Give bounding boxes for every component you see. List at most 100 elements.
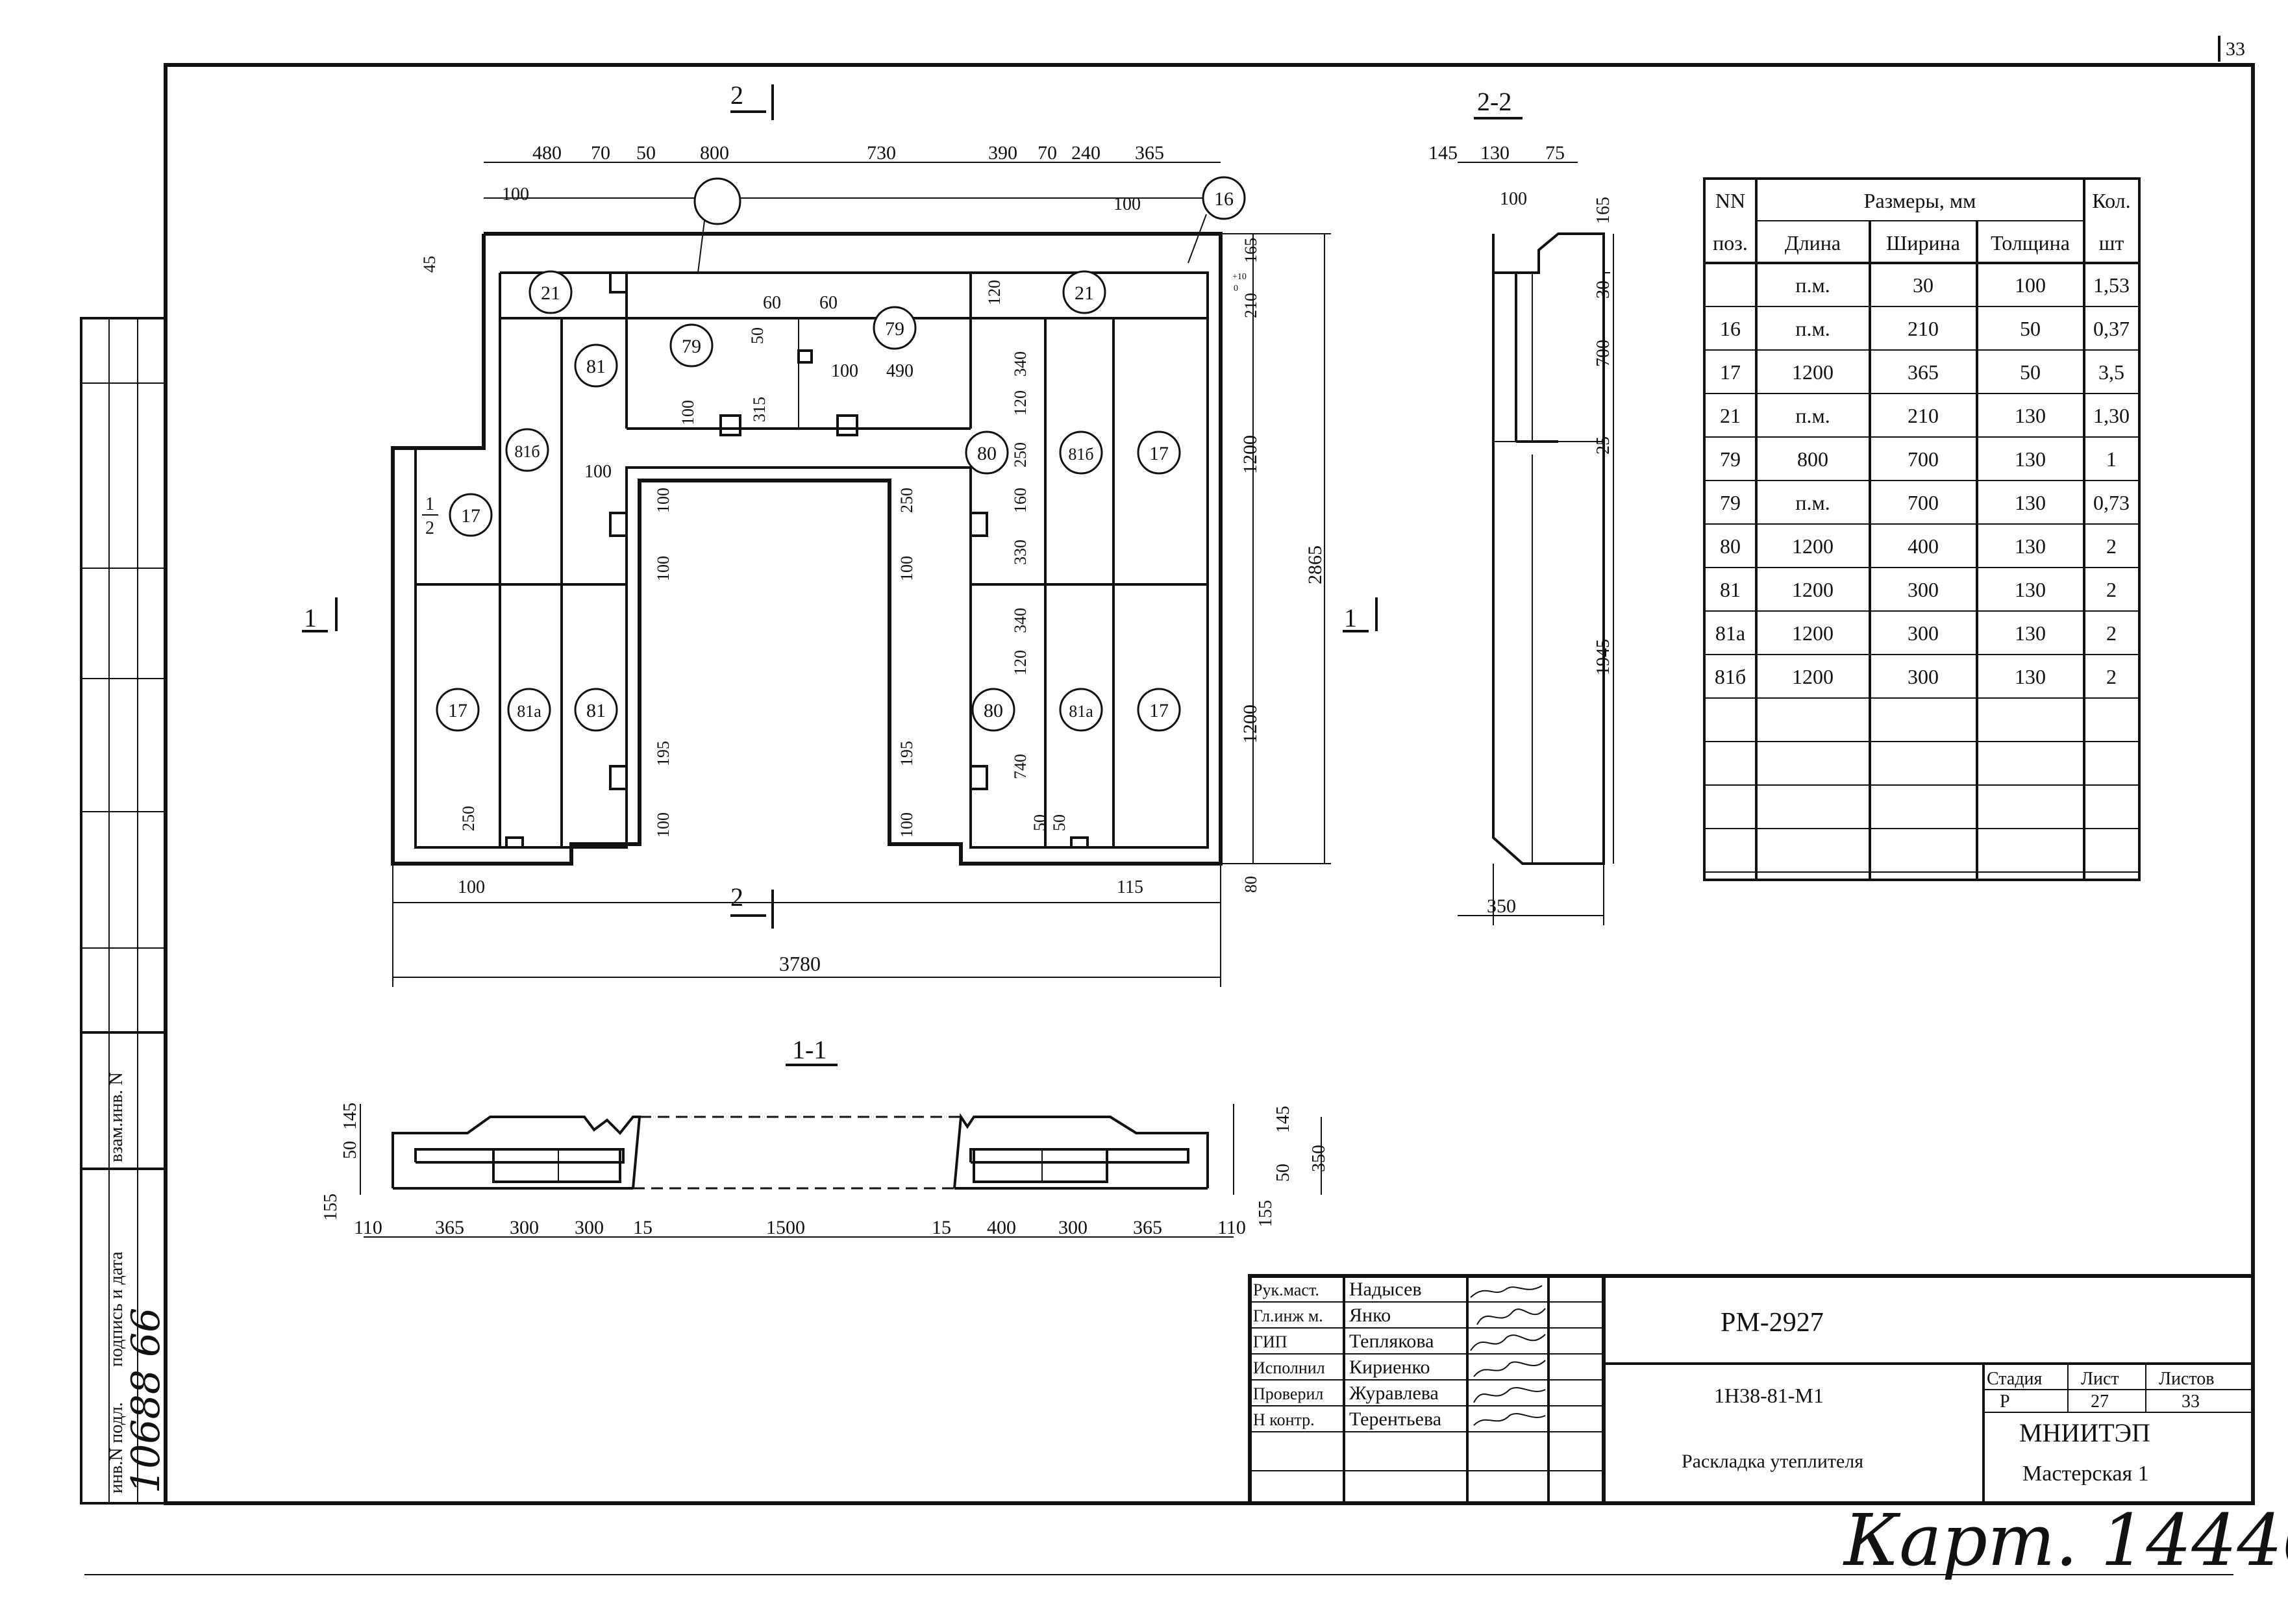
- s11-right-dim: 350: [1309, 1145, 1329, 1172]
- spec-cell-pos: 16: [1720, 317, 1741, 340]
- section-1-1: 1-1 145 50 155 145 50 155 350 110 365 30…: [321, 1035, 1329, 1238]
- spec-cell-thickness: 50: [2020, 360, 2041, 384]
- plan-top-dim: 365: [1135, 142, 1164, 164]
- s22-dim: 100: [1500, 189, 1527, 209]
- spec-cell-width: 365: [1908, 360, 1939, 384]
- signatures: [1470, 1285, 1546, 1426]
- s11-bottom-dim: 300: [510, 1217, 539, 1238]
- spec-cell-length: 1200: [1792, 665, 1834, 688]
- plan-mid-dim: 120: [985, 280, 1004, 305]
- s22-dim: 30: [1593, 281, 1613, 299]
- title-block: Рук.маст. Гл.инж м. ГИП Исполнил Провери…: [1248, 1274, 2255, 1505]
- s11-bottom-dim: 300: [575, 1217, 604, 1238]
- margin-handwritten: 10688 66: [123, 1308, 169, 1493]
- s11-bottom-dim: 15: [633, 1217, 653, 1238]
- plan-right-dim: 210: [1241, 293, 1260, 318]
- tb-role: Гл.инж м.: [1253, 1306, 1323, 1325]
- spec-cell-qty: 0,37: [2093, 317, 2130, 340]
- spec-cell-pos: 79: [1720, 491, 1741, 514]
- sheet-corner-number: 33: [2226, 38, 2245, 60]
- plan-sub-dim: 100: [1113, 194, 1141, 214]
- spec-cell-width: 700: [1908, 491, 1939, 514]
- spec-cell-thickness: 130: [2015, 404, 2046, 427]
- th-unit: шт: [2099, 231, 2124, 255]
- plan-top-dim: 70: [1038, 142, 1057, 164]
- margin-sign-date: подпись и дата: [106, 1251, 127, 1367]
- marker: 79: [885, 318, 904, 340]
- tb-name: Журавлева: [1349, 1382, 1439, 1404]
- spec-cell-pos: 81а: [1715, 621, 1745, 645]
- marker: 79: [682, 336, 701, 357]
- plan-right-dim: +10: [1232, 272, 1247, 282]
- plan-inner-dim: 100: [654, 488, 673, 513]
- th-width: Ширина: [1886, 231, 1960, 255]
- spec-cell-length: 1200: [1792, 534, 1834, 558]
- spec-cell-qty: 0,73: [2093, 491, 2130, 514]
- spec-cell-length: 1200: [1792, 621, 1834, 645]
- tb-sheets-label: Листов: [2159, 1369, 2215, 1389]
- th-thickness: Толщина: [1991, 231, 2070, 255]
- marker: 17: [1149, 443, 1169, 464]
- s22-dim: 350: [1487, 895, 1516, 917]
- fraction-numerator: 1: [425, 494, 434, 514]
- spec-cell-qty: 1,30: [2093, 404, 2130, 427]
- marker: 21: [541, 282, 560, 304]
- plan-right-dim: 80: [1241, 876, 1260, 893]
- spec-cell-thickness: 50: [2020, 317, 2041, 340]
- spec-cell-qty: 1: [2106, 447, 2117, 471]
- drawing-frame: [164, 63, 2255, 1505]
- tb-role: Проверил: [1253, 1384, 1323, 1403]
- s11-bottom-dim: 110: [354, 1217, 382, 1238]
- spec-cell-width: 300: [1908, 665, 1939, 688]
- tb-sheet-label: Лист: [2081, 1369, 2119, 1389]
- s11-bottom-dim: 110: [1217, 1217, 1246, 1238]
- s11-bottom-dim: 400: [987, 1217, 1016, 1238]
- marker: 81а: [1069, 702, 1093, 721]
- s22-dim: 1945: [1593, 639, 1613, 675]
- spec-cell-pos: 81б: [1715, 665, 1746, 688]
- s11-bottom-dim: 300: [1058, 1217, 1088, 1238]
- s22-dim: 75: [1545, 142, 1565, 164]
- plan-top-dim: 730: [867, 142, 896, 164]
- plan-sub-dim: 100: [502, 184, 529, 205]
- spec-cell-width: 700: [1908, 447, 1939, 471]
- marker: 80: [984, 700, 1003, 721]
- plan-inner-dim: 50: [1050, 814, 1069, 831]
- plan-inner-dim: 100: [897, 812, 916, 838]
- spec-cell-thickness: 130: [2015, 447, 2046, 471]
- plan-mid-dim: 120: [1011, 390, 1030, 416]
- marker: 16: [1214, 188, 1234, 210]
- spec-cell-width: 300: [1908, 621, 1939, 645]
- plan-inner-dim: 100: [897, 556, 916, 581]
- tb-name: Теплякова: [1349, 1330, 1434, 1352]
- s11-left-dim: 145: [340, 1103, 360, 1130]
- s11-bottom-dim: 365: [435, 1217, 464, 1238]
- spec-cell-width: 210: [1908, 317, 1939, 340]
- plan-mid-dim: 340: [1011, 608, 1030, 633]
- plan-inner-dim: 100: [654, 812, 673, 838]
- margin-vzam: взам.инв. N: [106, 1072, 127, 1162]
- plan-right-dim: 165: [1241, 238, 1260, 263]
- fraction-denominator: 2: [425, 518, 434, 538]
- th-sizes: Размеры, мм: [1864, 189, 1976, 212]
- plan-mid-dim: 250: [1011, 442, 1030, 468]
- plan-bottom-dim: 100: [458, 877, 485, 897]
- tb-name: Надысев: [1349, 1279, 1422, 1300]
- spec-cell-qty: 2: [2106, 534, 2117, 558]
- spec-cell-qty: 3,5: [2098, 360, 2124, 384]
- section-2-2: 2-2 145 130 75 100 165 30 700 25 1945 35…: [1428, 87, 1614, 925]
- spec-cell-thickness: 130: [2015, 621, 2046, 645]
- s11-bottom-dim: 365: [1133, 1217, 1162, 1238]
- tb-sheet-title: Раскладка утеплителя: [1682, 1451, 1863, 1472]
- plan-top-dim: 390: [988, 142, 1017, 164]
- spec-cell-width: 210: [1908, 404, 1939, 427]
- spec-cell-qty: 1,53: [2093, 273, 2130, 297]
- spec-cell-width: 400: [1908, 534, 1939, 558]
- plan-bottom-dim: 3780: [779, 952, 821, 975]
- tb-role: Исполнил: [1253, 1358, 1325, 1377]
- plan-right-dim: 1200: [1239, 705, 1261, 743]
- th-nn: NN: [1715, 189, 1745, 212]
- spec-cell-length: 800: [1797, 447, 1828, 471]
